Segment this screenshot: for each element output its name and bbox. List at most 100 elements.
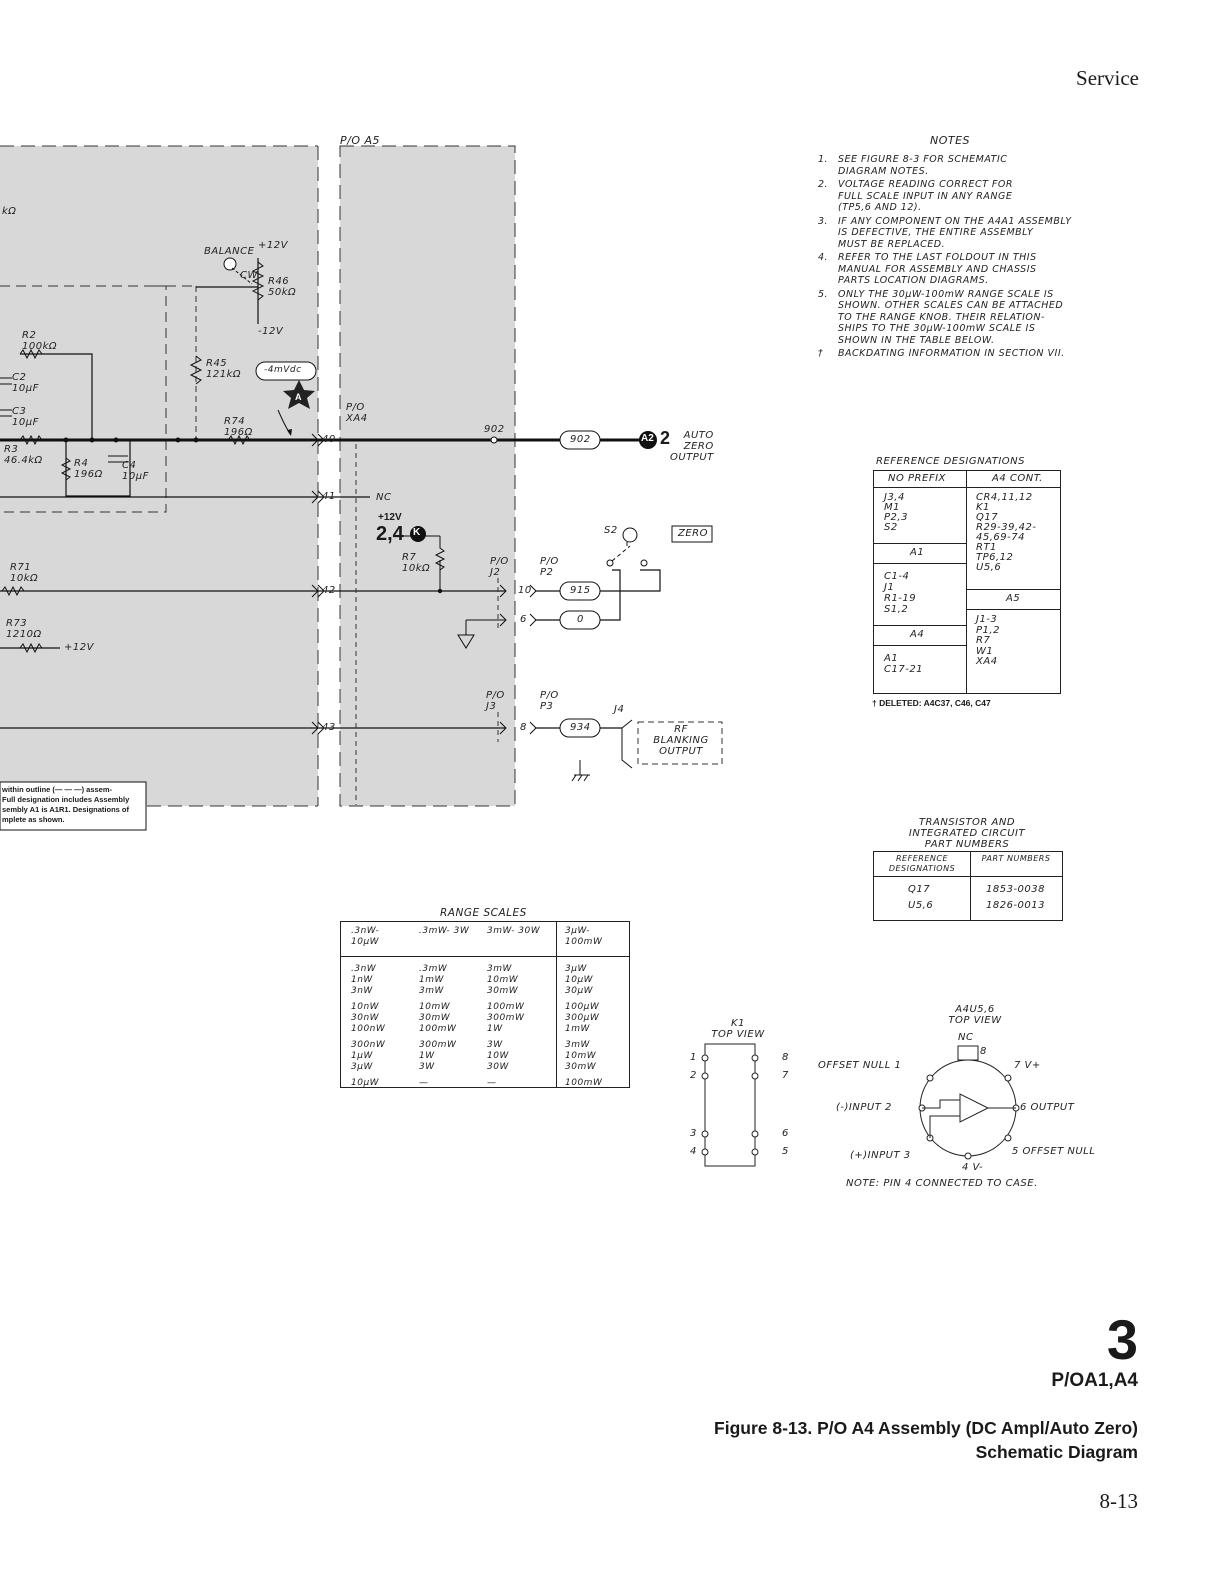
- note-number: 4.: [818, 252, 829, 263]
- pp3-po: P/O: [540, 690, 559, 701]
- label-r71: R71 10kΩ: [10, 562, 38, 584]
- refdes-col2-header: A4 CONT.: [992, 473, 1043, 484]
- refdes-a1-header: A1: [910, 547, 925, 558]
- range-cell: 10mW: [487, 975, 519, 985]
- pj3-ref: J3: [486, 701, 497, 712]
- r3-ref: R3: [4, 444, 19, 455]
- range-cell: 10mW: [419, 1002, 451, 1012]
- label-rf-blanking: RF BLANKING OUTPUT: [646, 724, 716, 757]
- pin-42: 42: [322, 585, 336, 596]
- label-minus12v: -12V: [258, 326, 284, 337]
- autozero-line2: ZERO: [683, 441, 714, 452]
- note-line: MUST BE REPLACED.: [838, 238, 946, 250]
- page-number: 8-13: [1099, 1489, 1139, 1513]
- pj2-ref: J2: [490, 567, 501, 578]
- ic-title-line1: A4U5,6: [955, 1004, 995, 1015]
- refdes-a4-header: A4: [910, 629, 925, 640]
- label-nc: NC: [376, 492, 392, 503]
- range-cell: 3μW: [351, 1062, 373, 1072]
- note-line: SEE FIGURE 8-3 FOR SCHEMATIC: [838, 154, 1008, 165]
- wire-902: 902: [570, 434, 591, 445]
- ic-title: A4U5,6 TOP VIEW: [920, 1004, 1030, 1026]
- range-cell: 3mW: [419, 986, 444, 996]
- refdes-entry: J3,4: [884, 492, 905, 503]
- relay-pin-4: 4: [690, 1146, 697, 1157]
- ic-outline: [918, 1045, 1020, 1160]
- relay-title-line1: K1: [731, 1018, 745, 1029]
- r7-value: 10kΩ: [402, 563, 431, 574]
- refdes-entry: M1: [884, 502, 900, 513]
- range-cell: 3mW: [565, 1040, 590, 1050]
- range-cell: 1mW: [565, 1024, 590, 1034]
- range-cell: 3μW: [565, 964, 587, 974]
- range-header: 3μW- 100mW: [565, 926, 603, 947]
- figure-caption-line1: Figure 8-13. P/O A4 Assembly (DC Ampl/Au…: [714, 1418, 1138, 1438]
- r4-value: 196Ω: [74, 469, 103, 480]
- note-line: SHIPS TO THE 30μW-100mW SCALE IS: [838, 323, 1036, 334]
- relay-pin-3: 3: [690, 1128, 697, 1139]
- r46-ref: R46: [268, 276, 290, 287]
- label-pp3: P/O P3: [540, 690, 559, 712]
- refdes-entry: A1: [884, 653, 899, 664]
- label-pxa4: P/O XA4: [346, 402, 368, 424]
- transistor-title-line3: PART NUMBERS: [924, 839, 1010, 850]
- notes-title: NOTES: [930, 134, 971, 147]
- refdes-entry: S1,2: [884, 604, 909, 615]
- rf-line3: OUTPUT: [659, 746, 703, 757]
- refdes-entry: RT1: [976, 542, 997, 553]
- ref-24k-badge: K: [413, 527, 421, 538]
- zero-switch-label: ZERO: [678, 528, 708, 539]
- pp2-ref: P2: [540, 567, 554, 578]
- note-line: REFER TO THE LAST FOLDOUT IN THIS: [838, 252, 1037, 263]
- range-cell: 30mW: [487, 986, 519, 996]
- r4-ref: R4: [74, 458, 89, 469]
- label-cw: CW: [240, 270, 258, 281]
- transistor-row2-part: 1826-0013: [986, 900, 1046, 911]
- label-r7: R7 10kΩ: [402, 552, 430, 574]
- refdes-entry: R29-39,42-: [976, 522, 1037, 533]
- r71-value: 10kΩ: [10, 573, 39, 584]
- section-header: Service: [1076, 66, 1139, 90]
- note-line: DIAGRAM NOTES.: [838, 165, 929, 177]
- range-cell: 300mW: [487, 1013, 525, 1023]
- r74-ref: R74: [224, 416, 246, 427]
- pxa4-ref: XA4: [346, 413, 368, 424]
- refdes-entry: P2,3: [884, 512, 908, 523]
- transistor-h1: REFERENCE DESIGNATIONS: [888, 854, 956, 873]
- ic-pin8: 8: [980, 1046, 987, 1057]
- range-cell: 10μW: [351, 1078, 380, 1088]
- note-line: IS DEFECTIVE, THE ENTIRE ASSEMBLY: [838, 227, 1034, 238]
- ic-offset-null-1: OFFSET NULL 1: [818, 1060, 902, 1071]
- range-cell: 30nW: [351, 1013, 380, 1023]
- refdes-title: REFERENCE DESIGNATIONS: [876, 456, 1025, 467]
- transistor-row1-part: 1853-0038: [986, 884, 1046, 895]
- note-line: IF ANY COMPONENT ON THE A4A1 ASSEMBLY: [838, 215, 1072, 227]
- pp3-ref: P3: [540, 701, 554, 712]
- label-s2: S2: [604, 525, 618, 536]
- ic-input-minus: (-)INPUT 2: [836, 1102, 892, 1113]
- note-line: FULL SCALE INPUT IN ANY RANGE: [838, 190, 1013, 202]
- range-cell: —: [487, 1078, 497, 1088]
- pin-41: 41: [322, 491, 336, 502]
- range-cell: 30μW: [565, 986, 594, 996]
- relay-pin-8: 8: [782, 1052, 789, 1063]
- note-number: 3.: [818, 215, 829, 227]
- label-kohm: kΩ: [2, 206, 17, 217]
- range-cell: 100mW: [487, 1002, 525, 1012]
- relay-title: K1 TOP VIEW: [690, 1018, 786, 1040]
- relay-pin-1: 1: [690, 1052, 697, 1063]
- c2-value: 10μF: [12, 383, 39, 394]
- note-line: SHOWN. OTHER SCALES CAN BE ATTACHED: [838, 300, 1064, 311]
- ic-offset-null-5: 5 OFFSET NULL: [1012, 1146, 1096, 1157]
- refdes-entry: R7: [976, 635, 991, 646]
- label-r46: R46 50kΩ: [268, 276, 296, 298]
- pj3-po: P/O: [486, 690, 505, 701]
- range-cell: 3W: [419, 1062, 435, 1072]
